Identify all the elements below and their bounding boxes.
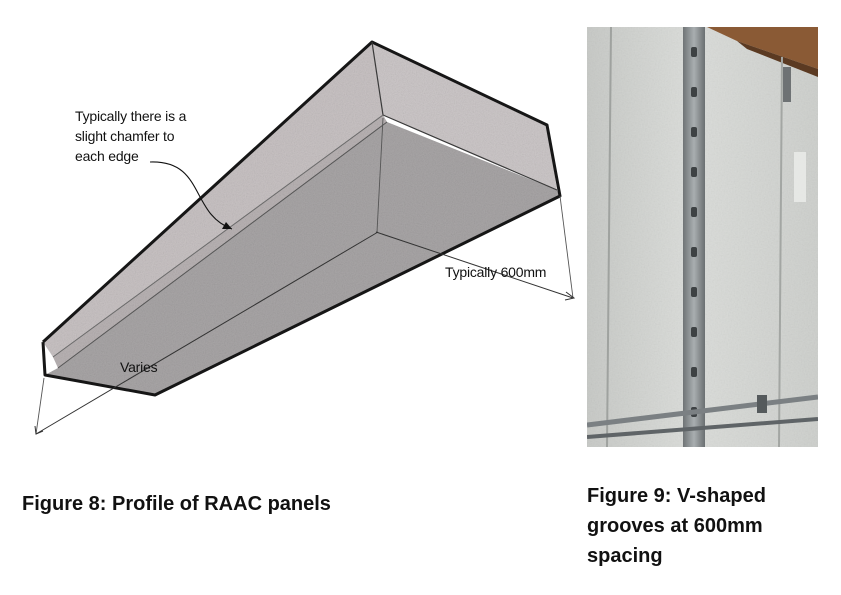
strut-channel-slots bbox=[691, 47, 697, 417]
timber-joist-shadow bbox=[737, 41, 818, 77]
extension-line-middle bbox=[376, 117, 384, 233]
v-groove-1 bbox=[606, 27, 612, 447]
length-annotation: Varies bbox=[120, 359, 158, 375]
chamfer-annotation-line-2: slight chamfer to bbox=[75, 128, 175, 144]
panel-chamfer-face bbox=[53, 115, 387, 368]
v-groove-2 bbox=[778, 56, 783, 447]
panel-underside-face bbox=[45, 122, 560, 395]
panel-chamfer-edge bbox=[52, 114, 384, 358]
chamfer-leader-line bbox=[149, 161, 233, 230]
vertical-bracket bbox=[783, 67, 791, 102]
raac-panel-illustration bbox=[34, 40, 576, 435]
wall-highlight bbox=[794, 152, 806, 202]
dimension-line-length bbox=[35, 231, 379, 435]
figure-8-caption: Figure 8: Profile of RAAC panels bbox=[22, 493, 331, 515]
strut-channel-vertical bbox=[683, 27, 705, 447]
panel-bottom-edge bbox=[57, 121, 388, 369]
figure-9-caption: Figure 9: V-shaped grooves at 600mm spac… bbox=[587, 481, 827, 571]
figure-8-panel-diagram: Typically there is a slight chamfer to e… bbox=[34, 40, 576, 435]
figure-9-caption-line-2: grooves at 600mm bbox=[587, 515, 763, 537]
horizontal-pipe-lower bbox=[587, 417, 818, 439]
pipe-clamp bbox=[757, 395, 767, 413]
arrowhead-left bbox=[34, 425, 44, 435]
chamfer-annotation-line-3: each edge bbox=[75, 148, 139, 164]
horizontal-pipe-upper bbox=[587, 394, 818, 428]
panel-top-face bbox=[43, 42, 383, 357]
chamfer-annotation-line-1: Typically there is a bbox=[75, 108, 187, 124]
width-annotation: Typically 600mm bbox=[445, 264, 547, 280]
figure-9-caption-line-3: spacing bbox=[587, 545, 663, 567]
panel-end-face bbox=[372, 42, 557, 190]
extension-line-right bbox=[559, 195, 574, 299]
extension-line-left bbox=[35, 377, 45, 435]
dimension-line-width bbox=[375, 231, 574, 299]
chamfer-leader-arrowhead bbox=[222, 222, 232, 229]
arrowhead-right bbox=[564, 291, 576, 301]
chamfer-annotation: Typically there is a slight chamfer to e… bbox=[75, 106, 235, 166]
grooved-panels-photo bbox=[587, 27, 818, 447]
figure-9-photo bbox=[587, 27, 818, 447]
timber-joist bbox=[707, 27, 818, 69]
figure-9-caption-line-1: Figure 9: V-shaped bbox=[587, 485, 766, 507]
